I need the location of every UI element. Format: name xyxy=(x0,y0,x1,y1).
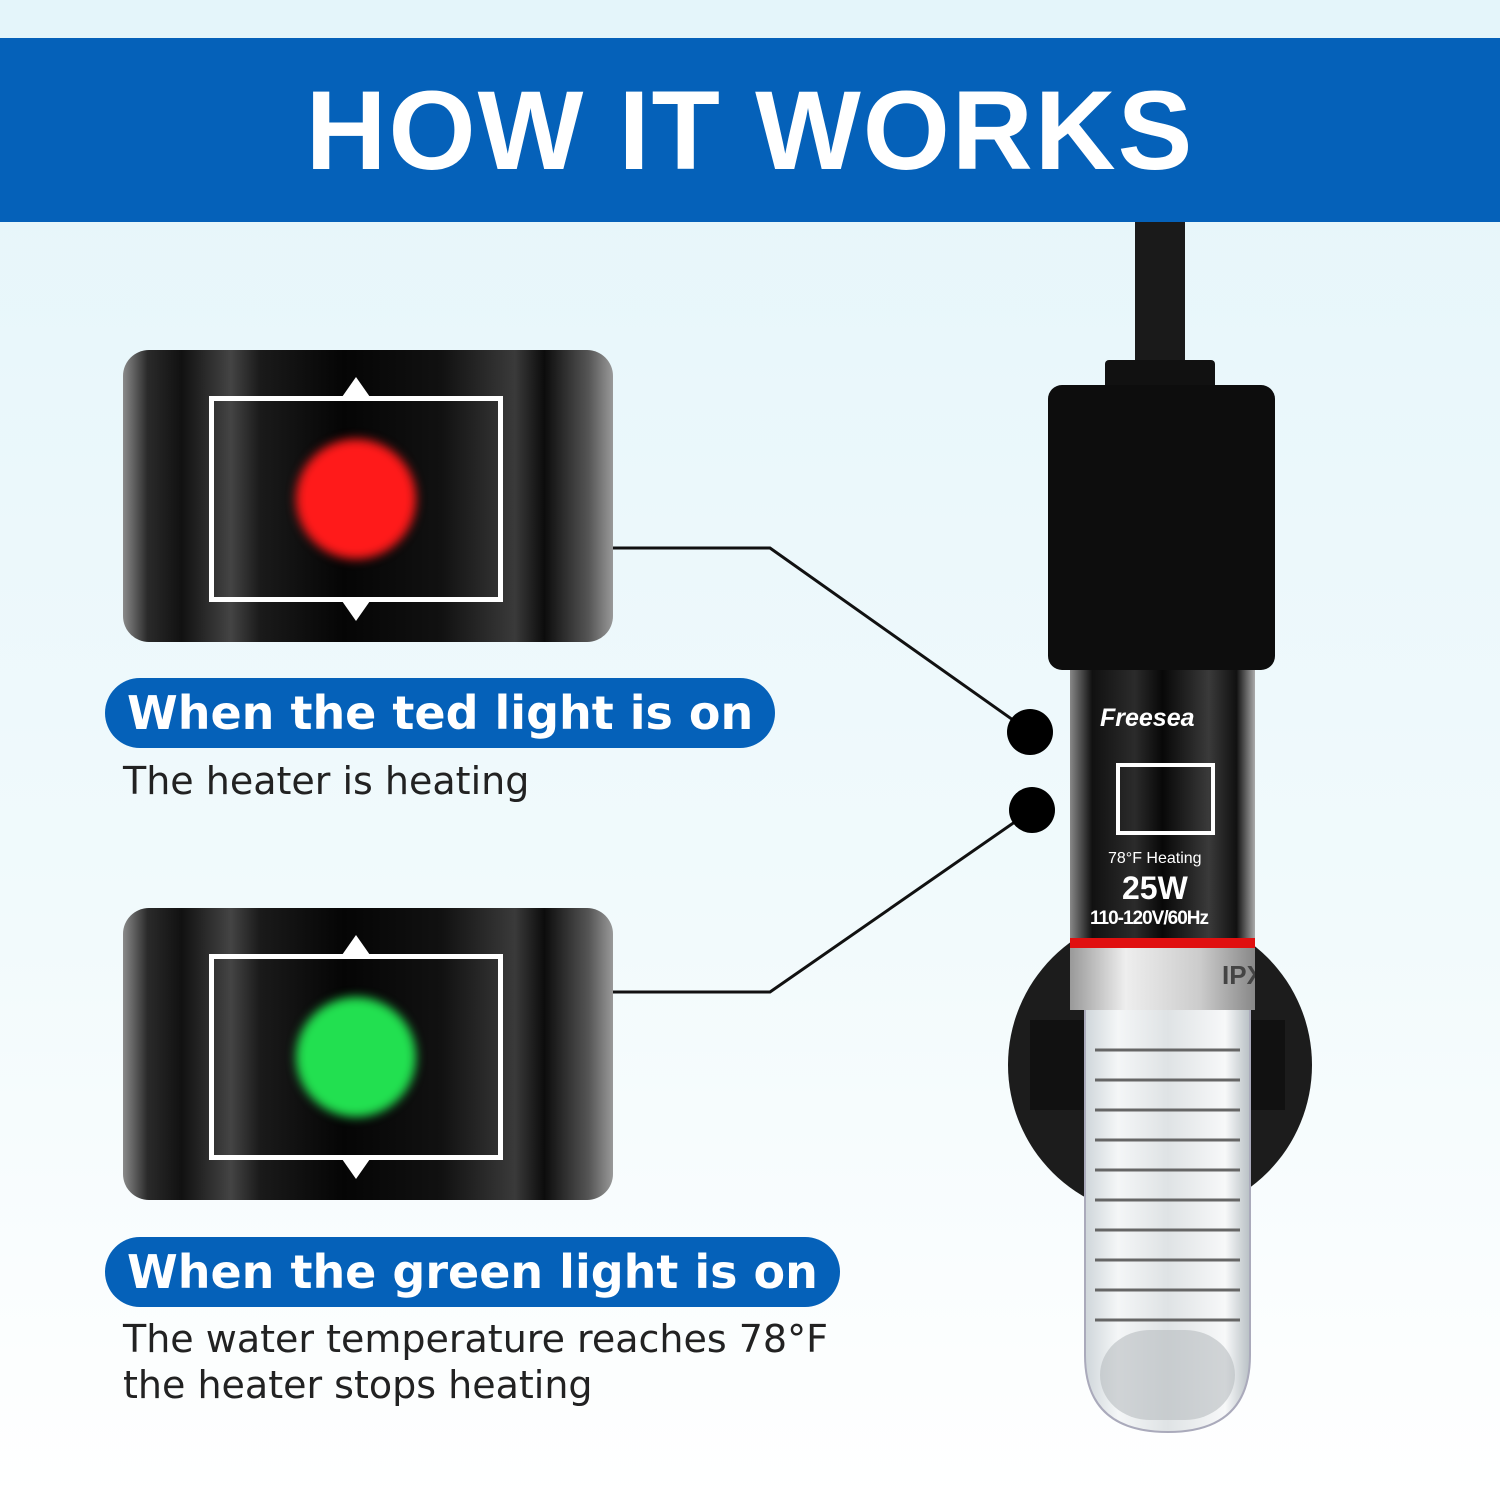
heater-cap xyxy=(1048,385,1275,670)
heater-illustration xyxy=(1008,222,1312,1434)
red-state-label: When the ted light is on xyxy=(105,678,776,748)
green-light-closeup xyxy=(123,908,613,1200)
green-state-line1: The water temperature reaches 78°F xyxy=(123,1317,828,1361)
indicator-dot-red xyxy=(1007,709,1053,755)
product-rating: IPX8 xyxy=(1222,960,1255,990)
green-state-line2: the heater stops heating xyxy=(123,1363,593,1407)
metal-band xyxy=(1070,948,1255,1010)
green-led-icon xyxy=(296,997,416,1117)
green-state-label: When the green light is on xyxy=(105,1237,840,1307)
product-setting: 78°F Heating xyxy=(1108,850,1202,867)
glass-tube xyxy=(1084,999,1251,1434)
red-led-icon xyxy=(296,439,416,559)
page-title: HOW IT WORKS xyxy=(305,67,1195,193)
red-state-description: The heater is heating xyxy=(123,759,530,803)
header-banner: HOW IT WORKS xyxy=(0,38,1500,222)
product-brand: Freesea xyxy=(1100,704,1195,732)
green-state-description: The water temperature reaches 78°F the h… xyxy=(123,1316,828,1408)
indicator-frame xyxy=(209,377,503,621)
product-voltage: 110-120V/60Hz xyxy=(1090,908,1209,929)
connector-red xyxy=(613,546,1031,734)
product-power: 25W xyxy=(1122,870,1188,906)
red-light-closeup xyxy=(123,350,613,642)
connector-green xyxy=(613,808,1033,994)
indicator-dot-green xyxy=(1009,787,1055,833)
indicator-frame xyxy=(209,935,503,1179)
